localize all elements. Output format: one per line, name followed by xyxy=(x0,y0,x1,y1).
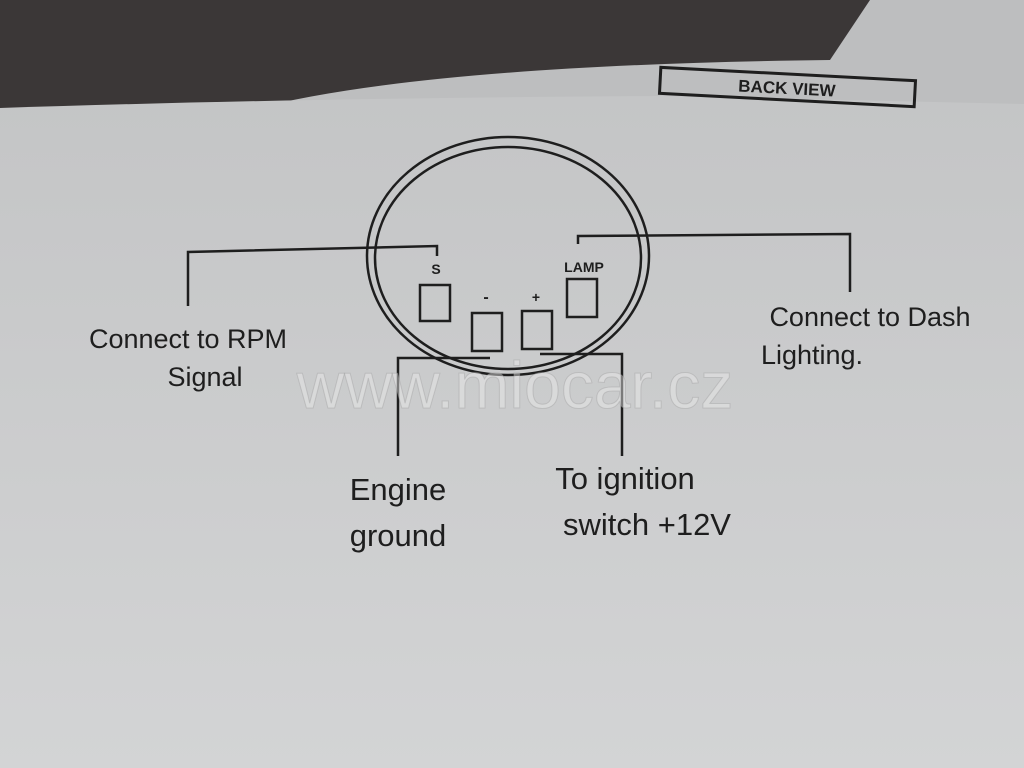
dash-label-line2: Lighting. xyxy=(761,340,863,370)
rpm-label-line1: Connect to RPM xyxy=(89,324,287,354)
ground-label-line2: ground xyxy=(350,518,447,553)
terminal-lamp-label: LAMP xyxy=(564,259,604,275)
wire-ignition xyxy=(540,352,624,456)
terminal-lamp xyxy=(565,277,599,319)
terminal-s xyxy=(418,283,452,323)
ground-label-line1: Engine xyxy=(350,472,447,507)
watermark: www.miocar.cz xyxy=(296,348,733,422)
dash-label-line1: Connect to Dash xyxy=(769,302,970,332)
ignition-label-line1: To ignition xyxy=(555,461,695,496)
wire-rpm-signal xyxy=(186,244,439,306)
wire-dash-lighting xyxy=(576,232,852,292)
terminal-minus-label: - xyxy=(483,289,488,306)
terminal-plus-label: + xyxy=(532,289,540,305)
terminal-minus xyxy=(470,311,504,353)
terminal-plus xyxy=(520,309,554,351)
gauge-inner-ring xyxy=(373,145,643,371)
paper-sheet xyxy=(0,96,1024,768)
wire-engine-ground xyxy=(396,356,490,456)
gauge-outer-ring xyxy=(365,135,651,377)
ignition-label-line2: switch +12V xyxy=(563,507,731,542)
rpm-label-line2: Signal xyxy=(167,362,242,392)
terminal-s-label: S xyxy=(431,261,440,277)
